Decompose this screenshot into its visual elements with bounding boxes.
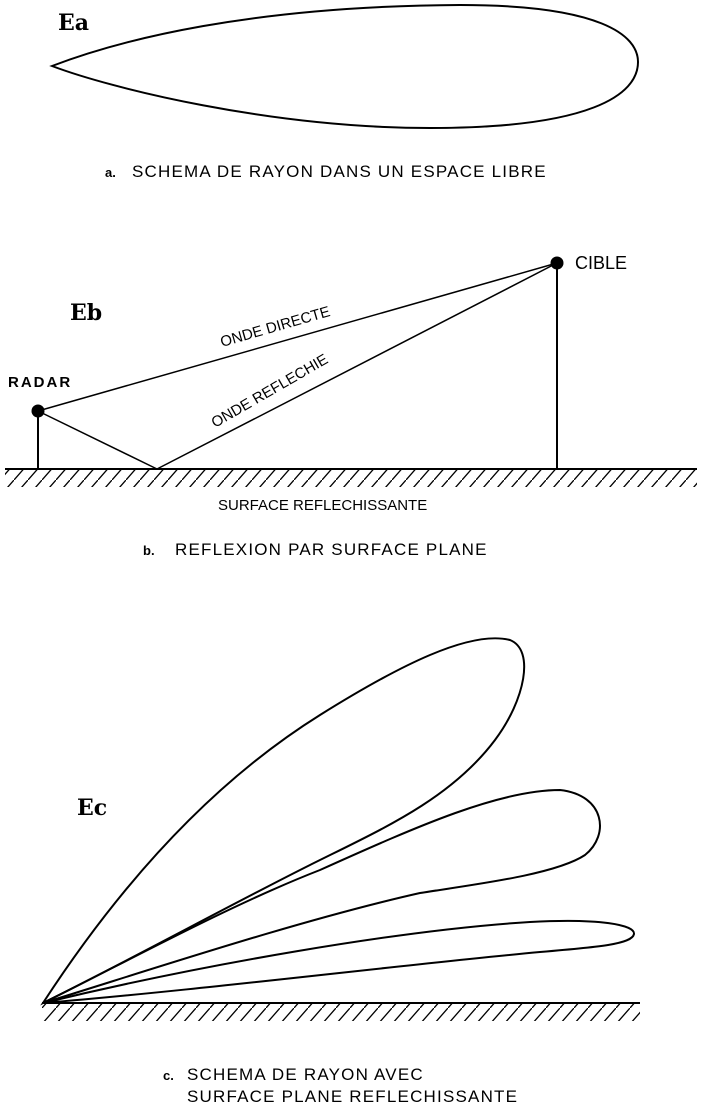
reflected-wave-label: ONDE REFLECHIE [209, 351, 332, 432]
incident-wave-line [37, 410, 158, 470]
middle-lobe [42, 788, 601, 1004]
upper-lobe [40, 637, 526, 1006]
panel-c-caption-line2: SURFACE PLANE REFLECHISSANTE [187, 1087, 518, 1106]
ground-hatching-c [42, 1003, 640, 1021]
target-label: CIBLE [575, 253, 627, 273]
panel-c-tag: Ec [77, 795, 107, 821]
panel-c: Ec c. SCHEMA DE RAYON AVEC SURFACE PLANE… [40, 637, 640, 1106]
lower-lobe [42, 919, 635, 1004]
panel-a-tag: Ea [58, 10, 89, 36]
panel-b: Eb RADAR CIBLE ONDE DIRECTE ONDE REFLECH… [5, 253, 697, 559]
panel-c-caption-line1: SCHEMA DE RAYON AVEC [187, 1065, 424, 1084]
panel-a-caption-letter: a. [105, 165, 116, 180]
surface-label: SURFACE REFLECHISSANTE [218, 497, 427, 514]
panel-c-caption-letter: c. [163, 1068, 174, 1083]
panel-b-tag: Eb [70, 300, 102, 326]
panel-a-caption: SCHEMA DE RAYON DANS UN ESPACE LIBRE [132, 162, 547, 181]
reflected-wave-line [156, 262, 558, 470]
ground-hatching [5, 469, 697, 487]
panel-a: Ea a. SCHEMA DE RAYON DANS UN ESPACE LIB… [49, 3, 640, 181]
free-space-lobe [49, 3, 640, 130]
radar-label: RADAR [8, 374, 72, 391]
direct-wave-line [37, 262, 558, 412]
panel-b-caption: REFLEXION PAR SURFACE PLANE [175, 540, 488, 559]
panel-b-caption-letter: b. [143, 543, 155, 558]
